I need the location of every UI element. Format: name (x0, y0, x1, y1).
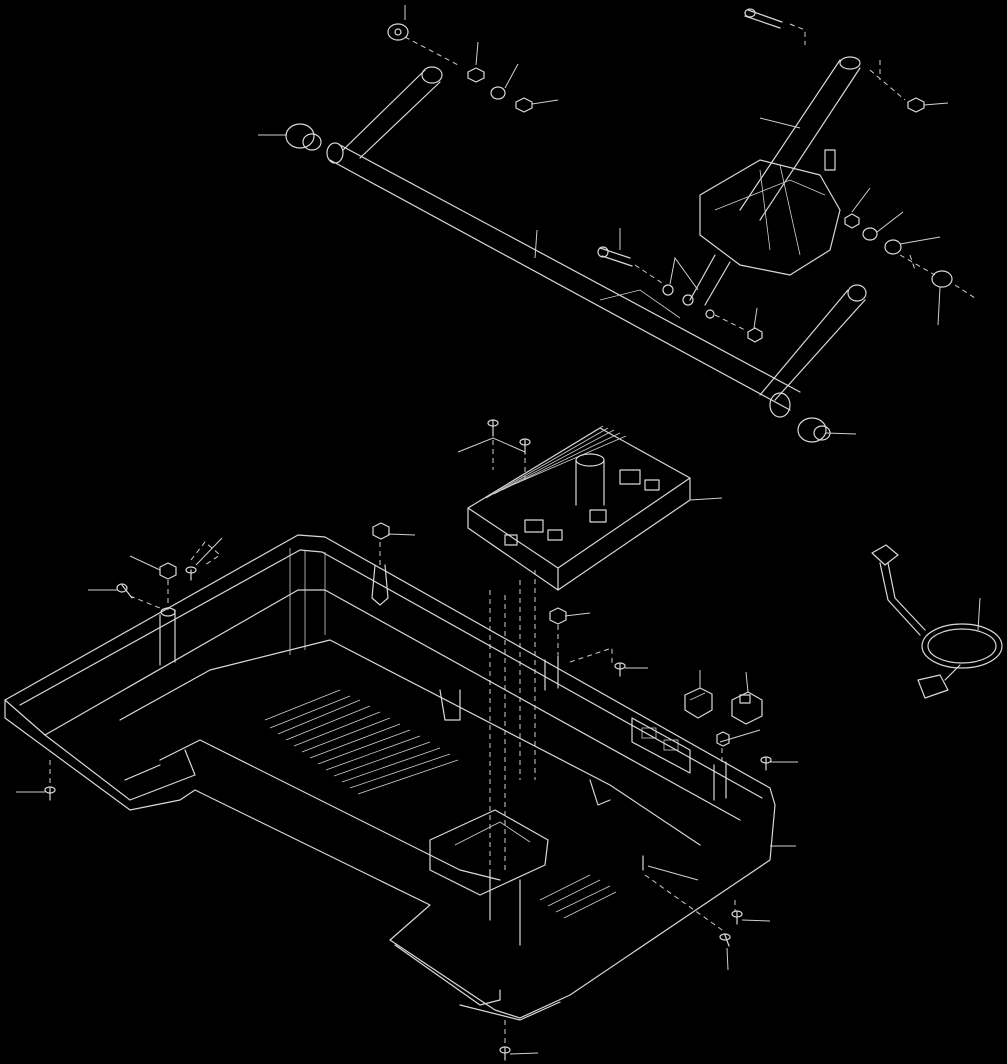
left-arm (342, 66, 443, 159)
power-cord (871, 544, 1003, 699)
lift-motor (689, 56, 861, 306)
upper-lift-frame-assembly (258, 5, 976, 443)
board-mount-dashed (489, 570, 536, 870)
base-dashed-lines (49, 541, 736, 1048)
motor-control-board (467, 425, 723, 591)
cross-tube (326, 142, 801, 418)
end-cap-left (285, 123, 322, 151)
hardware-upper (387, 8, 953, 343)
motor-hood-base (4, 522, 776, 1021)
end-cap-right (797, 417, 831, 443)
base-screws (44, 566, 772, 1061)
upper-dashed-lines (404, 23, 976, 331)
right-arm (759, 284, 867, 401)
upper-leader-lines (258, 5, 949, 435)
vent-slots (264, 689, 617, 919)
board-screws (457, 419, 531, 480)
base-leader-lines (16, 533, 798, 1055)
switch-components (684, 670, 763, 743)
